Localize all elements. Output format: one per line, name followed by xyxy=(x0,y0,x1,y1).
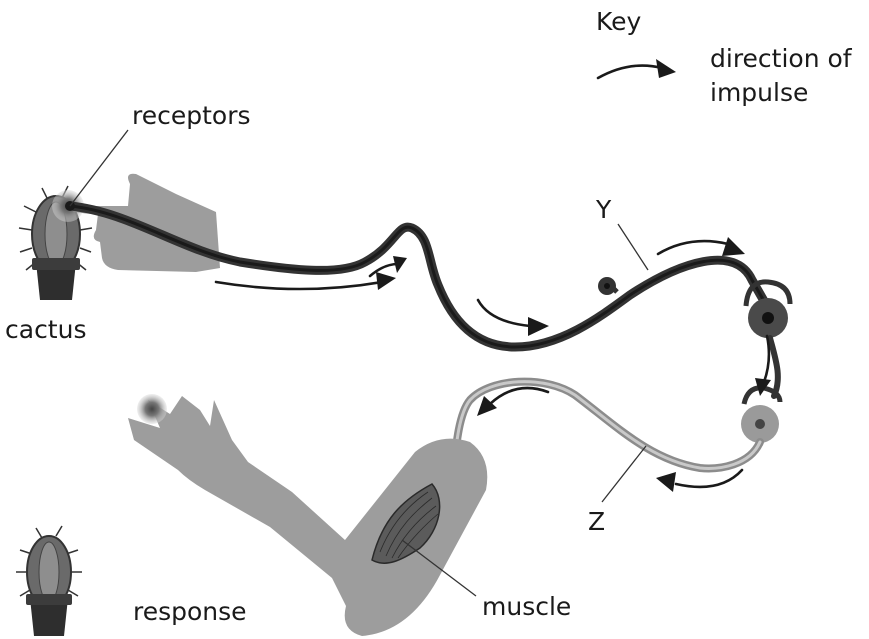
receptors-leader xyxy=(70,130,128,206)
key-title: Key xyxy=(596,7,642,36)
muscle-label: muscle xyxy=(482,592,571,621)
response-label: response xyxy=(133,597,247,626)
receptors-label: receptors xyxy=(132,101,251,130)
z-label: Z xyxy=(588,507,605,536)
impulse-arrows xyxy=(216,237,771,492)
arrow-icon xyxy=(656,470,742,492)
cactus-label: cactus xyxy=(5,315,86,344)
key-entry-line1: direction of xyxy=(710,44,853,73)
key-entry-line2: impulse xyxy=(710,78,808,107)
arrow-icon xyxy=(478,300,549,336)
cactus-bottom xyxy=(16,526,82,636)
arrow-icon xyxy=(658,237,745,256)
z-leader xyxy=(602,446,646,502)
y-leader xyxy=(618,224,648,270)
key-group: Key direction of impulse xyxy=(596,7,853,107)
y-label: Y xyxy=(595,195,612,224)
arrow-icon xyxy=(216,272,396,290)
key-arrow-icon xyxy=(598,59,676,78)
response-glow xyxy=(137,394,167,424)
